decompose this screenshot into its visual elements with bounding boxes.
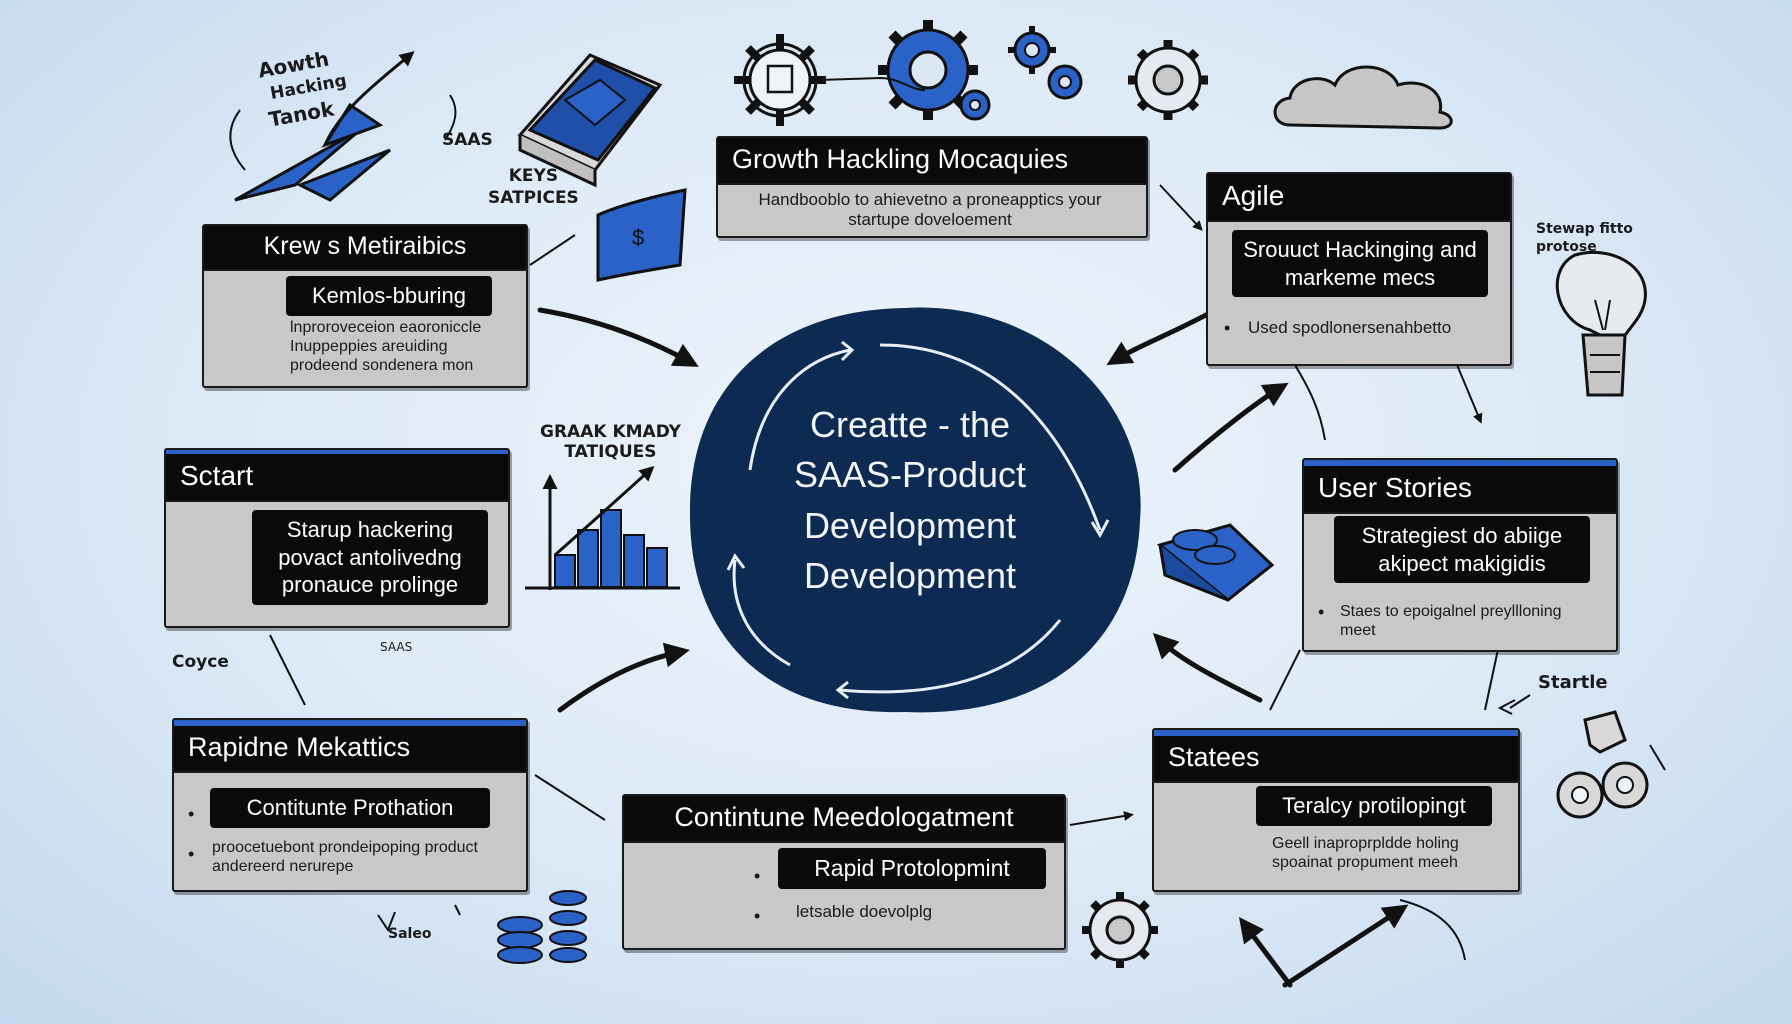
central-title-line: Development [803, 555, 1017, 597]
connector-arrows [537, 307, 1409, 988]
card-user-stories: User Stories Strategiest do abiige akipe… [1302, 458, 1618, 652]
label-saas-small: SAAS [380, 640, 413, 654]
central-title-line: SAAS-Product [793, 454, 1027, 496]
puzzle-pieces-icon [1556, 710, 1666, 819]
card-rapid: Rapidne Mekattics • Contitunte Prothatio… [172, 718, 528, 892]
card-title: Agile [1208, 174, 1510, 222]
central-title-line: Creatte - the [809, 404, 1011, 445]
card-metrics: Krew s Metiraibics Kemlos-bburing lnpror… [202, 224, 528, 388]
card-title: Sctart [166, 450, 508, 502]
gear-icon [959, 89, 991, 121]
card-title: Contintune Meedologatment [624, 796, 1064, 843]
label-coyce: Coyce [172, 652, 229, 672]
card-continue: Contintune Meedologatment • Rapid Protol… [622, 794, 1066, 950]
gear-icon [1082, 892, 1158, 968]
card-pill: Contitunte Prothation [210, 788, 490, 828]
card-title: User Stories [1304, 460, 1616, 514]
card-body: Staes to epoigalnel preyllloning meet [1340, 603, 1562, 640]
card-body: Handbooblo to ahievetno a proneapptics y… [758, 190, 1102, 230]
card-pill: Srouuct Hackinging and markeme mecs [1232, 230, 1488, 297]
paper-plane-icon [229, 51, 457, 202]
card-body: letsable doevolplg [796, 902, 933, 921]
card-title: Statees [1154, 730, 1518, 783]
card-body: Geell inaproprpldde holing spoainat prop… [1272, 835, 1459, 872]
card-growth-hacking: Growth Hackling Mocaquies Handbooblo to … [716, 136, 1148, 238]
card-body: lnproroveceion eaoroniccle Inuppeppies a… [290, 319, 482, 375]
label-stewap-fitto: Stewap fitto protose [1536, 221, 1633, 256]
gear-icon [878, 20, 978, 120]
card-pill: Teralcy protilopingt [1256, 786, 1492, 826]
card-pill: Rapid Protolopmint [778, 848, 1046, 889]
svg-text:$: $ [632, 225, 644, 250]
label-keys-statics: KEYS SATPICES [488, 166, 579, 209]
card-pill: Kemlos-bburing [286, 276, 492, 316]
card-pill: Strategiest do abiige akipect makigidis [1334, 516, 1590, 583]
book-icon [517, 53, 663, 188]
label-sales: Saleo [388, 926, 432, 942]
cycle-arrows-icon [726, 340, 1110, 700]
small-arrows [377, 699, 1516, 933]
card-title: Growth Hackling Mocaquies [718, 138, 1146, 185]
card-agile: Agile Srouuct Hackinging and markeme mec… [1206, 172, 1512, 366]
label-chart: GRAAK KMADY TATIQUES [540, 422, 681, 463]
card-pill: Starup hackering povact antolivedng pron… [252, 510, 488, 605]
dollar-bill-icon: $ [596, 188, 687, 282]
light-bulb-icon [1555, 250, 1647, 397]
gear-icon [1047, 64, 1083, 100]
card-title: Rapidne Mekattics [174, 720, 526, 773]
card-states: Statees Teralcy protilopingt Geell inapr… [1152, 728, 1520, 892]
central-title: Creatte - the SAAS-Product Development D… [740, 400, 1080, 602]
label-growth-hacking-tank: Aowth Hacking Tanok [256, 46, 349, 132]
growth-chart-icon [525, 465, 680, 590]
card-body: proocetuebont prondeipoping product ande… [212, 839, 478, 876]
gear-icon [1008, 26, 1056, 74]
central-title-line: Development [803, 504, 1017, 546]
cloud-icon [1273, 65, 1453, 130]
card-title: Krew s Metiraibics [204, 226, 526, 271]
card-start: Sctart Starup hackering povact antolived… [164, 448, 510, 628]
label-saas-top: SAAS [442, 130, 493, 150]
label-startle: Startle [1538, 672, 1608, 693]
gear-icon [1128, 40, 1208, 120]
card-body: Used spodlonersenahbetto [1248, 318, 1452, 337]
coin-tray-icon [1156, 523, 1275, 602]
gear-icon [734, 34, 826, 126]
coin-stack-icon [497, 890, 587, 964]
